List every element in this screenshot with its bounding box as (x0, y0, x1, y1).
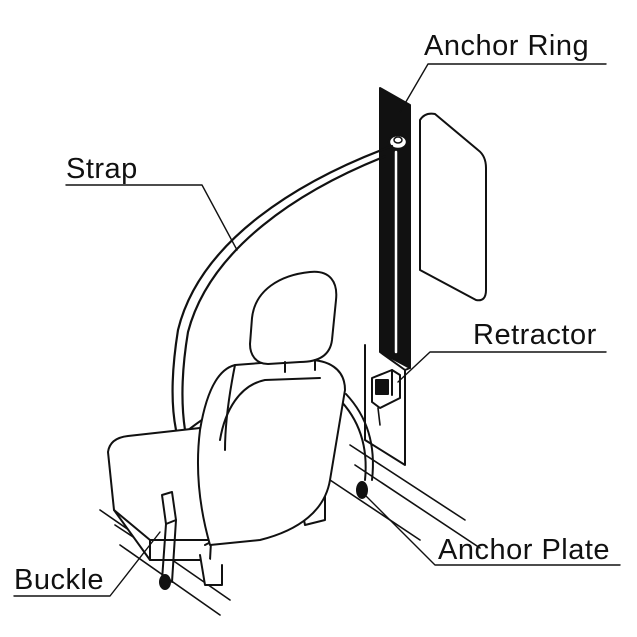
leader-lines (13, 63, 621, 597)
seat-back (197, 358, 346, 546)
leader-retractor (397, 351, 607, 383)
label-retractor: Retractor (473, 319, 597, 351)
leader-strap (65, 184, 238, 251)
leader-buckle (13, 531, 161, 597)
window-panel (419, 112, 487, 302)
leader-anchor-ring (399, 63, 607, 113)
retractor (371, 369, 401, 426)
headrest (249, 270, 338, 365)
label-strap: Strap (66, 153, 138, 185)
buckle (159, 491, 177, 590)
seat-frame (199, 554, 223, 586)
label-buckle: Buckle (14, 564, 105, 596)
label-anchor-ring: Anchor Ring (424, 30, 590, 62)
leader-anchor-plate (364, 494, 621, 566)
label-anchor-plate: Anchor Plate (438, 534, 611, 566)
anchor-plate (337, 393, 374, 499)
anchor-ring (387, 133, 409, 151)
